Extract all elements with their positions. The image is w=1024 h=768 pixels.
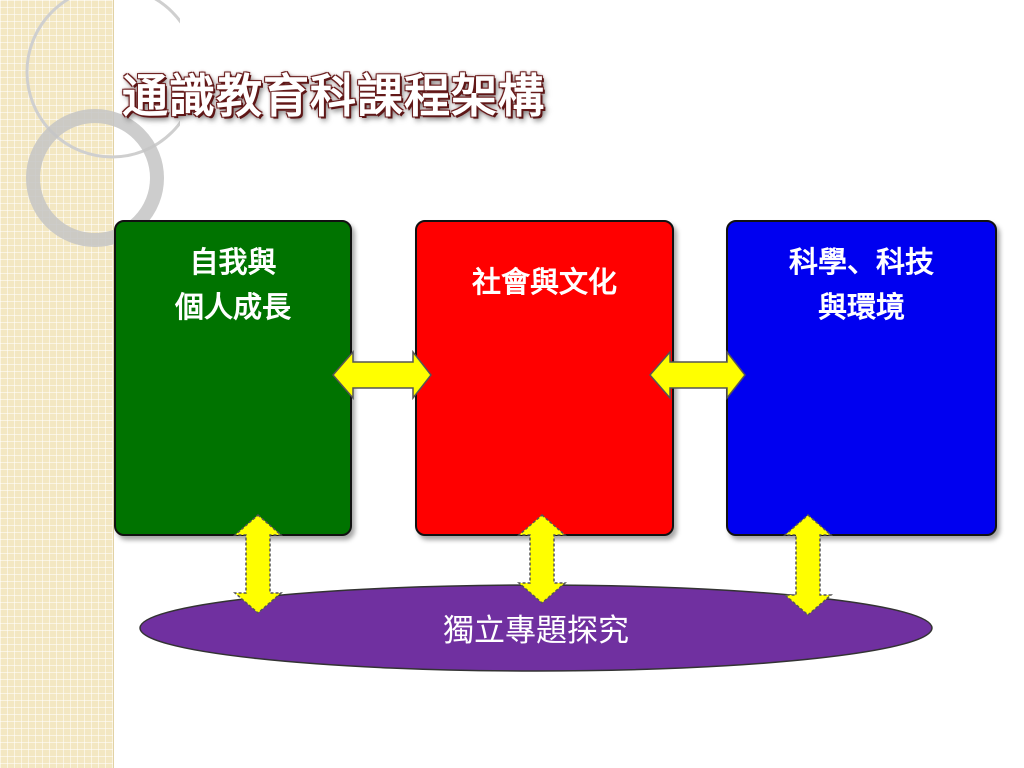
box-science-label-line1: 科學、科技 — [788, 245, 934, 279]
double-arrow-society-science — [649, 349, 746, 401]
double-arrow-society-foundation — [516, 514, 568, 604]
double-arrow-science-foundation — [782, 514, 834, 616]
foundation-label: 獨立專題探究 — [443, 613, 629, 649]
box-society-label: 社會與文化 — [471, 265, 617, 299]
double-arrow-self-foundation — [232, 514, 284, 614]
decorative-circle-large — [25, 0, 180, 159]
decorative-circles — [25, 0, 180, 247]
box-science-label-line2: 與環境 — [817, 289, 905, 324]
box-science-technology-environment: 科學、科技 與環境 — [726, 220, 997, 536]
slide-title: 通識教育科課程架構 — [122, 69, 545, 123]
double-arrow-self-society — [332, 349, 432, 401]
box-society-culture: 社會與文化 — [415, 220, 674, 536]
box-self-personal-growth: 自我與 個人成長 — [114, 220, 352, 536]
decorative-circle-ring — [26, 109, 164, 247]
box-self-label-line2: 個人成長 — [174, 289, 291, 324]
box-self-label-line1: 自我與 — [189, 245, 277, 279]
